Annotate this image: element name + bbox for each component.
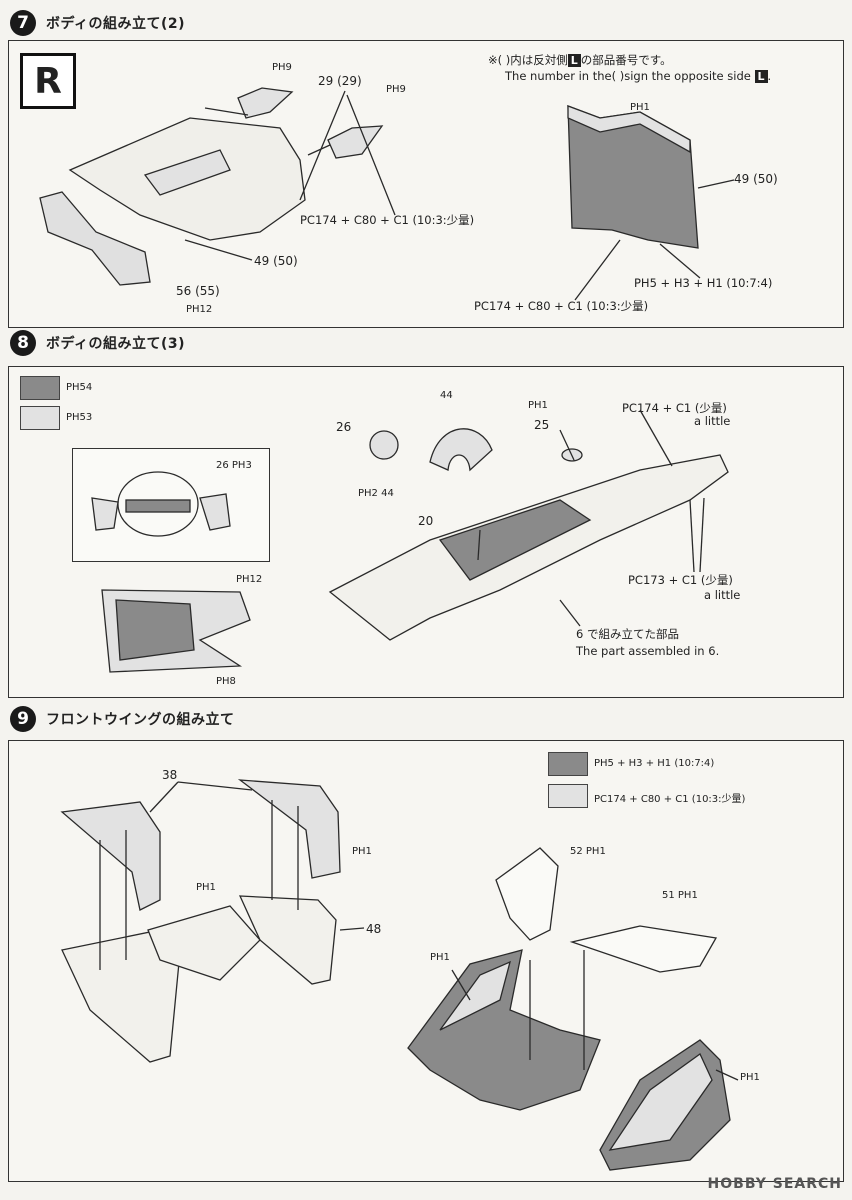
- ph1-label-7: PH1: [630, 102, 650, 113]
- part-51-label: 51 PH1: [662, 890, 698, 901]
- part-20-label: 20: [418, 514, 434, 528]
- right-side-badge: R: [20, 53, 76, 109]
- step-9-header: 9 フロントウイングの組み立て: [10, 706, 235, 732]
- ph8-label: PH8: [216, 676, 236, 687]
- swatch-dark-9-label: PH5 + H3 + H1 (10:7:4): [594, 758, 715, 769]
- step-title: フロントウイングの組み立て: [46, 712, 235, 728]
- ph12-label: PH12: [186, 304, 213, 315]
- paint-mix-8a: PC174 + C1 (少量): [622, 401, 727, 415]
- ph1-label-8: PH1: [528, 400, 548, 411]
- step7-pedal-front: [39, 191, 151, 286]
- swatch-light-label: PH53: [66, 412, 93, 423]
- swatch-dark: [20, 376, 60, 400]
- step-number: 9: [10, 706, 36, 732]
- step7-sidepod: [567, 105, 699, 249]
- note-jp-tail: の部品番号です。: [580, 53, 672, 67]
- step-title: ボディの組み立て(2): [46, 16, 186, 32]
- paint-mix-1: PC174 + C80 + C1 (10:3:少量): [300, 213, 475, 227]
- assembled-part-jp: 6 で組み立てた部品: [576, 627, 679, 641]
- ph2-44-label: PH2 44: [358, 488, 394, 499]
- ph1-label-9b: PH1: [196, 882, 216, 893]
- part-44-label: 44: [440, 390, 453, 401]
- ph1-label-9a: PH1: [352, 846, 372, 857]
- swatch-dark-label: PH54: [66, 382, 93, 393]
- part-48-label: 48: [366, 922, 382, 936]
- side-letter-badge: L: [754, 70, 768, 83]
- part-25-label: 25: [534, 418, 550, 432]
- ph12-label-8: PH12: [236, 574, 263, 585]
- swatch-light-9: [548, 784, 588, 808]
- step9-endplate-b: [237, 779, 341, 879]
- part-49-label: 49 (50): [254, 254, 298, 268]
- ph1-label-9d: PH1: [740, 1072, 760, 1083]
- part-52-label: 52 PH1: [570, 846, 606, 857]
- a-little-1: a little: [694, 414, 731, 428]
- step7-seat-insert: [143, 149, 231, 196]
- part-49b-label: 49 (50): [734, 172, 778, 186]
- a-little-2: a little: [704, 588, 741, 602]
- swatch-light: [20, 406, 60, 430]
- part-38-label: 38: [162, 768, 178, 782]
- step7-mirror-b: [327, 125, 384, 159]
- part-26-label: 26: [336, 420, 352, 434]
- watermark: HOBBY SEARCH: [707, 1176, 842, 1192]
- step9-part-51: [569, 925, 718, 973]
- note-jp-text: ※( )内は反対側: [488, 53, 568, 67]
- ph1-label-9c: PH1: [430, 952, 450, 963]
- step7-mirror-a: [237, 87, 294, 119]
- step8-roll-hoop: [429, 428, 493, 472]
- part-56-label: 56 (55): [176, 284, 220, 298]
- side-letter-badge: L: [567, 54, 581, 67]
- swatch-light-9-label: PC174 + C80 + C1 (10:3:少量): [594, 794, 746, 805]
- part-26-inset-label: 26 PH3: [216, 460, 252, 471]
- ph9-label-b: PH9: [386, 84, 406, 95]
- paint-mix-3: PC174 + C80 + C1 (10:3:少量): [474, 299, 649, 313]
- assembled-part-en: The part assembled in 6.: [576, 644, 720, 658]
- step-number: 7: [10, 10, 36, 36]
- paint-mix-8b: PC173 + C1 (少量): [628, 573, 733, 587]
- ph9-label-a: PH9: [272, 62, 292, 73]
- step9-nose-assembly: [407, 949, 601, 1111]
- step-8-header: 8 ボディの組み立て(3): [10, 330, 185, 356]
- note-en-text: The number in the( )sign the opposite si…: [505, 69, 751, 83]
- opposite-note-en: The number in the( )sign the opposite si…: [505, 69, 772, 83]
- step-title: ボディの組み立て(3): [46, 336, 186, 352]
- part-29-label: 29 (29): [318, 74, 362, 88]
- swatch-dark-9: [548, 752, 588, 776]
- step9-part-52: [495, 847, 559, 941]
- paint-mix-2: PH5 + H3 + H1 (10:7:4): [634, 276, 773, 290]
- step-7-header: 7 ボディの組み立て(2): [10, 10, 185, 36]
- step9-endplate-a: [60, 801, 161, 911]
- step-number: 8: [10, 330, 36, 356]
